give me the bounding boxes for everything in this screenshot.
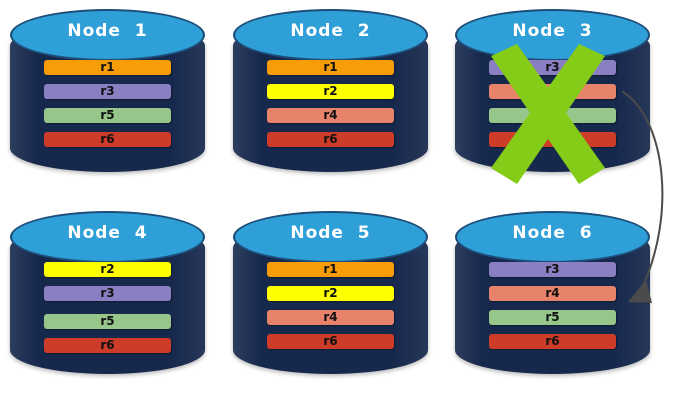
record-bar[interactable]: r3: [44, 84, 171, 99]
record-label: r5: [100, 108, 115, 122]
record-bar[interactable]: r6: [44, 338, 171, 353]
node-title: Node 1: [67, 21, 148, 41]
record-label: r2: [100, 262, 115, 276]
record-list: r1 r2 r4 r6: [267, 60, 394, 156]
record-bar[interactable]: r6: [267, 132, 394, 147]
node-2[interactable]: Node 2 r1 r2 r4 r6: [233, 4, 428, 182]
record-bar[interactable]: r6: [267, 334, 394, 349]
node-title: Node 4: [67, 223, 148, 243]
record-list: r1 r2 r4 r6: [267, 262, 394, 358]
record-label: r3: [545, 60, 560, 74]
record-bar[interactable]: r4: [489, 286, 616, 301]
record-label: r4: [323, 108, 338, 122]
record-bar[interactable]: r6: [489, 334, 616, 349]
record-label: r3: [100, 286, 115, 300]
record-label: r6: [100, 132, 115, 146]
record-bar[interactable]: r3: [44, 286, 171, 301]
record-bar[interactable]: r4: [267, 310, 394, 325]
record-label: r4: [545, 286, 560, 300]
record-list: r1 r3 r5 r6: [44, 60, 171, 156]
record-bar[interactable]: r5: [489, 310, 616, 325]
node-title: Node 3: [512, 21, 593, 41]
record-label: r6: [323, 132, 338, 146]
record-label: r5: [100, 314, 115, 328]
record-bar[interactable]: r3: [489, 60, 616, 75]
record-label: r3: [545, 262, 560, 276]
record-bar[interactable]: r2: [267, 286, 394, 301]
record-bar[interactable]: [489, 132, 616, 147]
node-title: Node 5: [290, 223, 371, 243]
record-list: r2 r3 r5 r6: [44, 262, 171, 362]
record-label: r4: [323, 310, 338, 324]
node-6[interactable]: Node 6 r3 r4 r5 r6: [455, 206, 650, 384]
record-label: r1: [100, 60, 115, 74]
record-bar[interactable]: [489, 84, 616, 99]
record-bar[interactable]: r5: [44, 314, 171, 329]
node-4[interactable]: Node 4 r2 r3 r5 r6: [10, 206, 205, 384]
record-label: r3: [100, 84, 115, 98]
record-label: r2: [323, 286, 338, 300]
record-bar[interactable]: r1: [267, 262, 394, 277]
record-label: r6: [100, 338, 115, 352]
record-label: r6: [545, 334, 560, 348]
record-label: r1: [323, 262, 338, 276]
node-1[interactable]: Node 1 r1 r3 r5 r6: [10, 4, 205, 182]
node-title: Node 2: [290, 21, 371, 41]
record-label: r5: [545, 310, 560, 324]
node-title: Node 6: [512, 223, 593, 243]
record-bar[interactable]: r1: [267, 60, 394, 75]
record-label: r6: [323, 334, 338, 348]
cylinder-top: [233, 211, 428, 263]
node-5[interactable]: Node 5 r1 r2 r4 r6: [233, 206, 428, 384]
record-bar[interactable]: r4: [267, 108, 394, 123]
record-label: r2: [323, 84, 338, 98]
record-bar[interactable]: r2: [44, 262, 171, 277]
record-bar[interactable]: r1: [44, 60, 171, 75]
record-bar[interactable]: r3: [489, 262, 616, 277]
record-bar[interactable]: r6: [44, 132, 171, 147]
record-label: r1: [323, 60, 338, 74]
node-3[interactable]: Node 3 r3: [455, 4, 650, 184]
record-bar[interactable]: r5: [44, 108, 171, 123]
record-bar[interactable]: [489, 108, 616, 123]
record-bar[interactable]: r2: [267, 84, 394, 99]
record-list: r3 r4 r5 r6: [489, 262, 616, 358]
record-list: r3: [489, 60, 616, 156]
